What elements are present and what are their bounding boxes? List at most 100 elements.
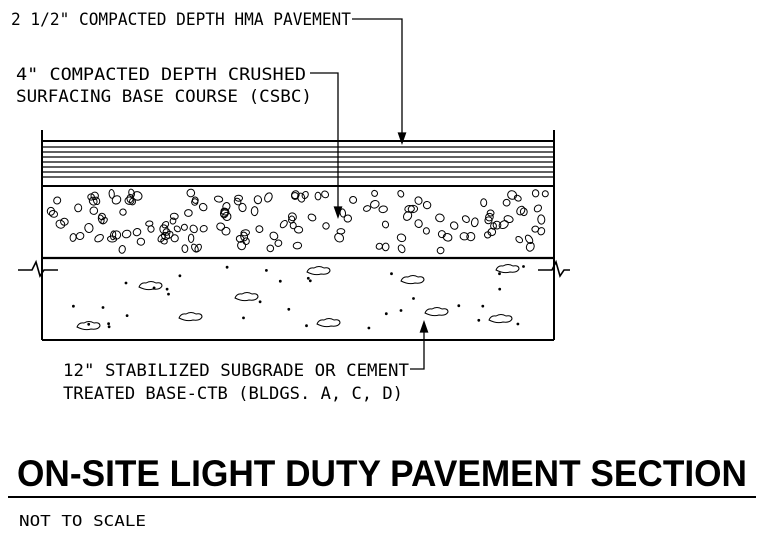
gravel-stone [375,242,383,250]
gravel-stone [289,221,297,230]
gravel-stone [339,208,347,218]
gravel-stone [369,199,380,209]
subgrade-speck [367,326,371,330]
gravel-stone [291,190,300,200]
gravel-stone [301,190,309,200]
gravel-stone [524,234,534,244]
gravel-stone [60,217,69,226]
subgrade-pebble [488,314,513,324]
gravel-stone [75,231,85,241]
gravel-stone [250,206,259,217]
gravel-stone [487,227,497,237]
callout-leaders [310,18,429,370]
gravel-stone [147,225,155,233]
subgrade-speck [287,307,291,311]
gravel-stone [191,196,199,204]
gravel-stone [89,206,99,215]
gravel-stone [541,190,549,198]
gravel-stone [234,194,243,202]
gravel-stone [69,233,77,242]
subgrade-speck [481,304,485,308]
gravel-stone [189,224,198,234]
gravel-stone [492,220,502,230]
subgrade-callout-line1: 12" STABILIZED SUBGRADE OR CEMENT [63,361,409,381]
gravel-stone [242,237,250,245]
gravel-stone [279,219,288,229]
gravel-stone [233,197,242,206]
gravel-stone [414,219,423,228]
subgrade-texture [72,264,525,331]
gravel-stone [533,204,542,213]
gravel-stone [186,188,196,198]
gravel-stone [515,235,524,244]
gravel-stone [111,230,122,240]
gravel-stone [407,204,419,214]
subgrade-speck [384,312,388,316]
subgrade-speck [306,276,310,280]
gravel-stone [46,206,56,216]
subgrade-speck [242,316,245,320]
gravel-stone [237,240,247,251]
gravel-stone [503,215,514,224]
subgrade-speck [107,325,111,329]
gravel-stone [502,198,511,207]
gravel-stone [349,195,358,204]
gravel-stone [274,239,283,247]
gravel-stone [435,213,445,223]
gravel-stone [187,233,195,244]
gravel-stone [213,195,224,203]
gravel-stone [198,202,208,212]
subgrade-speck [165,287,169,291]
gravel-stone [396,233,407,243]
gravel-stone [486,209,495,217]
subgrade-pebble [76,321,101,331]
gravel-stone [292,241,303,250]
gravel-stone [381,220,390,229]
gravel-stone [132,191,143,201]
gravel-stone [109,230,117,241]
subgrade-speck [72,304,75,308]
gravel-stone [199,225,208,233]
subgrade-speck [498,272,501,276]
gravel-stone [136,237,146,246]
subgrade-layer [41,258,555,341]
gravel-stone [449,221,459,230]
gravel-stone [322,222,330,230]
subgrade-speck [167,292,170,296]
subgrade-speck [308,279,312,283]
gravel-stone [55,219,66,229]
gravel-stone [184,209,193,217]
gravel-stone [173,225,181,233]
gravel-stone [480,198,488,208]
subgrade-speck [107,322,110,326]
gravel-stone [221,226,231,236]
gravel-stone [397,190,405,198]
gravel-stone [442,233,453,242]
gravel-stone [525,241,535,252]
gravel-stone [108,189,115,199]
subgrade-speck [87,322,91,326]
gravel-stone [436,246,445,255]
gravel-stone [180,223,188,231]
gravel-stone [92,196,101,205]
gravel-stone [53,196,62,205]
subgrade-speck [225,265,229,269]
subgrade-speck [399,309,403,312]
gravel-stone [255,225,264,233]
gravel-stone [314,191,322,201]
gravel-stone [222,211,232,221]
gravel-stone [307,213,317,222]
subgrade-speck [305,324,308,328]
subgrade-speck [152,286,156,290]
gravel-stone [531,189,540,198]
gravel-stone [235,235,245,243]
gravel-stone [157,234,166,243]
gravel-stone [507,190,518,200]
gravel-stone [181,244,189,253]
gravel-stone [132,228,142,237]
gravel-stone [128,188,135,198]
csbc-callout-line2: SURFACING BASE COURSE (CSBC) [16,87,312,107]
subgrade-speck [457,304,461,308]
gravel-stone [484,231,492,239]
